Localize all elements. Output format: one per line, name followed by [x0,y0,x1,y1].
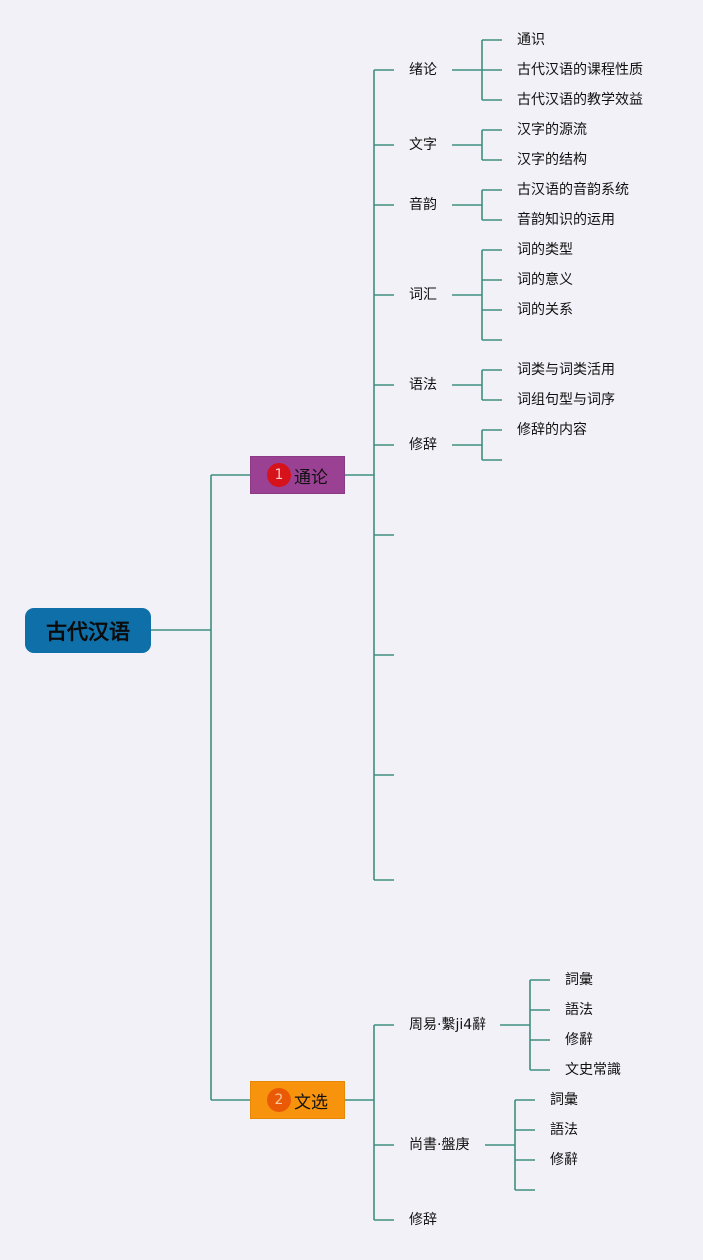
branch-wenxuan-label: 文选 [294,1092,328,1113]
leaf-course-nature[interactable]: 古代汉语的课程性质 [513,60,647,80]
leaf-tongshi[interactable]: 通识 [513,30,549,50]
topic-zhouyi[interactable]: 周易·繫ji4辭 [409,1017,487,1033]
leaf-word-relations[interactable]: 词的关系 [513,300,577,320]
leaf-zhouyi-xiuci[interactable]: 修辭 [561,1030,597,1050]
leaf-word-class[interactable]: 词类与词类活用 [513,360,619,380]
topic-yinyun[interactable]: 音韵 [409,197,437,213]
leaf-teaching-benefit[interactable]: 古代汉语的教学效益 [513,90,647,110]
topic-shangshu[interactable]: 尚書·盤庚 [409,1137,470,1153]
leaf-zhouyi-yufa[interactable]: 語法 [561,1000,597,1020]
leaf-rhetoric-content[interactable]: 修辞的内容 [513,420,591,440]
branch-tonglun[interactable]: 1 通论 [250,456,345,494]
topic-yufa[interactable]: 语法 [409,377,437,393]
topic-cihui[interactable]: 词汇 [409,287,437,303]
leaf-hanzi-origin[interactable]: 汉字的源流 [513,120,591,140]
priority-2-icon: 2 [267,1088,291,1112]
topic-wenzi[interactable]: 文字 [409,137,437,153]
topic-xulun[interactable]: 绪论 [409,62,437,78]
branch-wenxuan[interactable]: 2 文选 [250,1081,345,1119]
leaf-shangshu-cihui[interactable]: 詞彙 [546,1090,582,1110]
leaf-zhouyi-wenshi[interactable]: 文史常識 [561,1060,625,1080]
topic-xiuci-wenxuan[interactable]: 修辞 [409,1212,437,1228]
leaf-shangshu-yufa[interactable]: 語法 [546,1120,582,1140]
leaf-hanzi-structure[interactable]: 汉字的结构 [513,150,591,170]
priority-1-icon: 1 [267,463,291,487]
leaf-phonology-use[interactable]: 音韵知识的运用 [513,210,619,230]
root-topic[interactable]: 古代汉语 [25,608,151,653]
topic-xiuci[interactable]: 修辞 [409,437,437,453]
leaf-phrase-order[interactable]: 词组句型与词序 [513,390,619,410]
branch-tonglun-label: 通论 [294,467,328,488]
leaf-word-types[interactable]: 词的类型 [513,240,577,260]
leaf-zhouyi-cihui[interactable]: 詞彙 [561,970,597,990]
leaf-shangshu-xiuci[interactable]: 修辭 [546,1150,582,1170]
leaf-word-meaning[interactable]: 词的意义 [513,270,577,290]
leaf-phonology-system[interactable]: 古汉语的音韵系统 [513,180,633,200]
root-topic-label: 古代汉语 [46,619,130,644]
